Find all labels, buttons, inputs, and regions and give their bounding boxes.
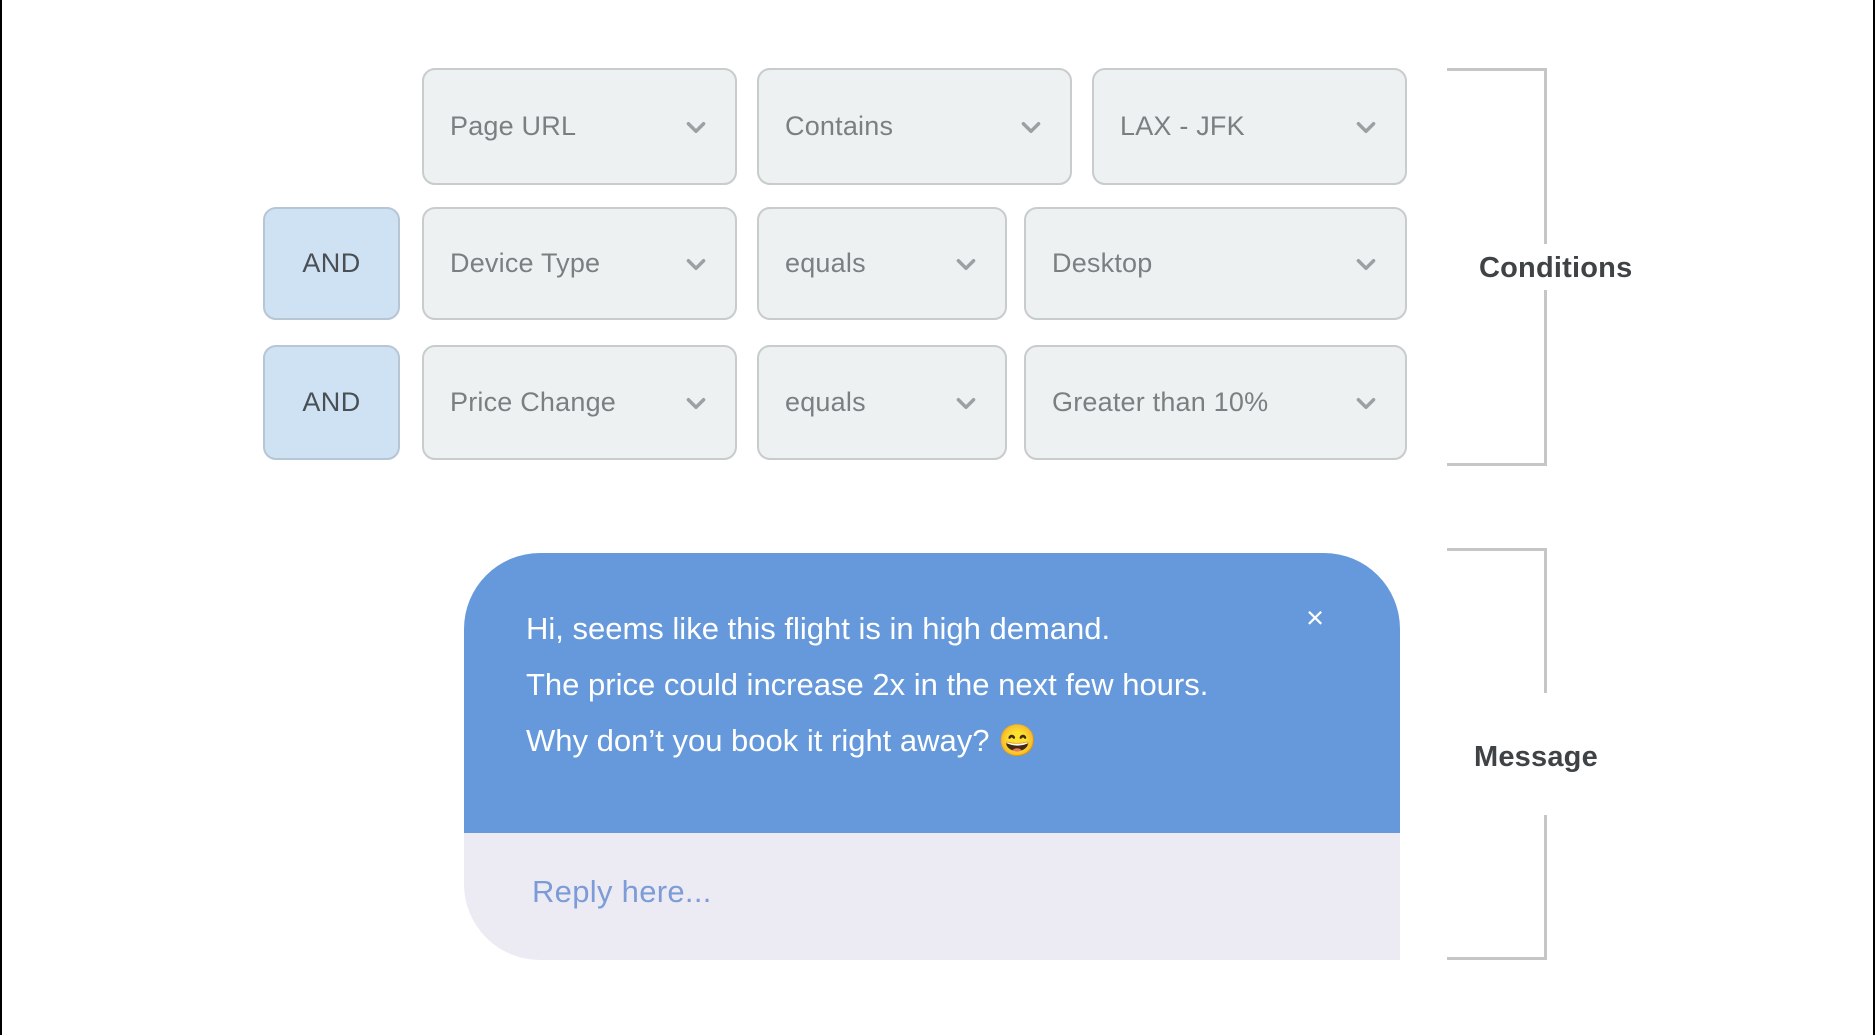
chevron-down-icon — [1021, 121, 1041, 133]
chevron-down-icon — [686, 258, 706, 270]
message-bracket-label: Message — [1474, 741, 1598, 773]
reply-input-placeholder: Reply here... — [532, 874, 712, 909]
close-icon[interactable]: × — [1305, 600, 1325, 635]
condition-connector-badge-row3[interactable]: AND — [263, 345, 400, 460]
condition-operator-label-row2: equals — [785, 248, 866, 278]
chevron-down-icon — [1356, 258, 1376, 270]
condition-operator-label-row1: Contains — [785, 111, 894, 141]
condition-value-dropdown-row2[interactable]: Desktop — [1024, 207, 1407, 320]
condition-value-dropdown-row3[interactable]: Greater than 10% — [1024, 345, 1407, 460]
condition-value-label-row3: Greater than 10% — [1052, 387, 1269, 417]
condition-field-label-row2: Device Type — [450, 248, 601, 278]
condition-value-label-row1: LAX - JFK — [1120, 111, 1245, 141]
message-body: Hi, seems like this flight is in high de… — [526, 601, 1316, 769]
chevron-down-icon — [1356, 397, 1376, 409]
condition-value-dropdown-row1[interactable]: LAX - JFK — [1092, 68, 1407, 185]
bracket-segment-top — [1447, 68, 1547, 244]
chevron-down-icon — [686, 397, 706, 409]
bracket-segment-bottom — [1447, 290, 1547, 466]
chevron-down-icon — [956, 258, 976, 270]
bracket-segment-top — [1447, 548, 1547, 693]
condition-operator-dropdown-row3[interactable]: equals — [757, 345, 1007, 460]
condition-value-label-row2: Desktop — [1052, 248, 1153, 278]
chevron-down-icon — [686, 121, 706, 133]
condition-field-label-row3: Price Change — [450, 387, 616, 417]
message-line-1: Hi, seems like this flight is in high de… — [526, 611, 1111, 646]
condition-field-dropdown-row2[interactable]: Device Type — [422, 207, 737, 320]
bracket-segment-bottom — [1447, 815, 1547, 960]
chevron-down-icon — [1356, 121, 1376, 133]
message-line-3: Why don’t you book it right away? 😄 — [526, 723, 1037, 758]
message-bubble: Hi, seems like this flight is in high de… — [464, 553, 1400, 833]
conditions-bracket-label: Conditions — [1479, 252, 1633, 284]
reply-input-area[interactable]: Reply here... — [464, 833, 1400, 960]
condition-field-dropdown-row3[interactable]: Price Change — [422, 345, 737, 460]
condition-operator-dropdown-row2[interactable]: equals — [757, 207, 1007, 320]
condition-field-label-row1: Page URL — [450, 111, 577, 141]
message-line-2: The price could increase 2x in the next … — [526, 667, 1209, 702]
chevron-down-icon — [956, 397, 976, 409]
conditions-bracket — [1447, 68, 1547, 466]
condition-operator-label-row3: equals — [785, 387, 866, 417]
message-bracket — [1447, 548, 1547, 960]
condition-operator-dropdown-row1[interactable]: Contains — [757, 68, 1072, 185]
condition-field-dropdown-row1[interactable]: Page URL — [422, 68, 737, 185]
condition-connector-badge-row2[interactable]: AND — [263, 207, 400, 320]
